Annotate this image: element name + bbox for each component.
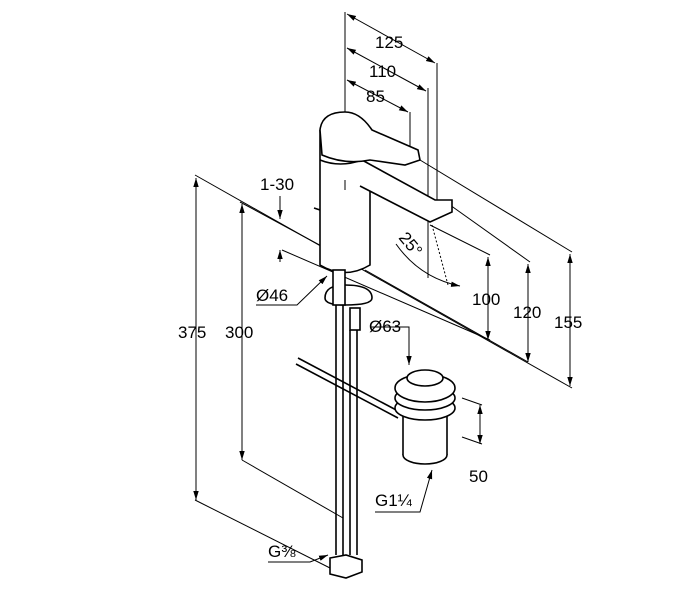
dim-1-30: 1-30 [260, 175, 294, 194]
mounting-hoses [295, 269, 401, 579]
waste-fitting [394, 369, 456, 465]
dimension-labels: 125 110 85 1-30 25° Ø46 100 120 155 375 … [178, 33, 582, 561]
dim-110: 110 [369, 62, 396, 81]
dim-50: 50 [469, 467, 488, 486]
faucet-body [313, 111, 453, 274]
dim-25-degrees: 25° [395, 228, 426, 260]
hose-thread-label: G⅜ [268, 542, 296, 561]
dim-125: 125 [375, 33, 403, 52]
dim-120: 120 [513, 303, 541, 322]
dim-155: 155 [554, 313, 582, 332]
dim-63-diameter: Ø63 [369, 317, 401, 336]
waste-thread-label: G1¼ [375, 491, 413, 510]
dimension-arrows [193, 13, 573, 563]
dim-46-diameter: Ø46 [256, 286, 288, 305]
dim-85: 85 [366, 87, 385, 106]
dim-300: 300 [225, 323, 253, 342]
extension-lines [194, 12, 573, 569]
dim-375: 375 [178, 323, 206, 342]
dim-100: 100 [472, 290, 500, 309]
